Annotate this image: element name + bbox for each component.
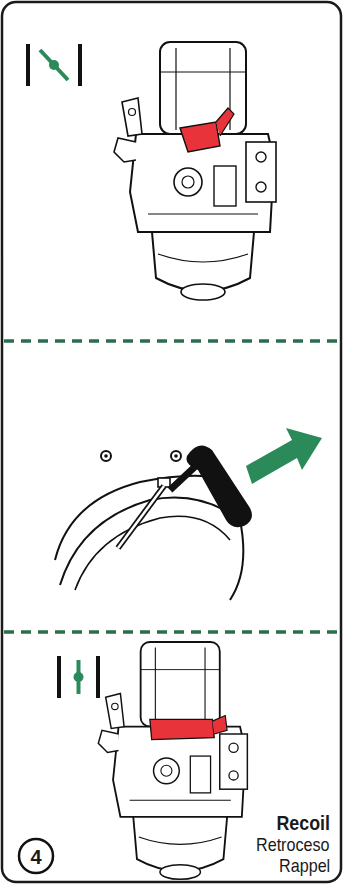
label-text: Rappel: [279, 856, 330, 875]
choke-lever: [150, 719, 214, 739]
choke-lever: [180, 122, 220, 152]
label-text: Recoil: [276, 812, 330, 833]
separator: [4, 339, 339, 343]
callout-circle: [19, 839, 53, 873]
label-text: Retroceso: [256, 835, 330, 854]
choke-closed-symbol: [26, 44, 82, 86]
choke-open-symbol: [57, 656, 100, 698]
carburetor: [114, 42, 276, 300]
separator: [4, 630, 339, 634]
recoil-starter: [55, 445, 252, 600]
carburetor: [98, 642, 247, 879]
pull-arrow: [246, 428, 322, 484]
callout-number: 4: [31, 847, 42, 867]
